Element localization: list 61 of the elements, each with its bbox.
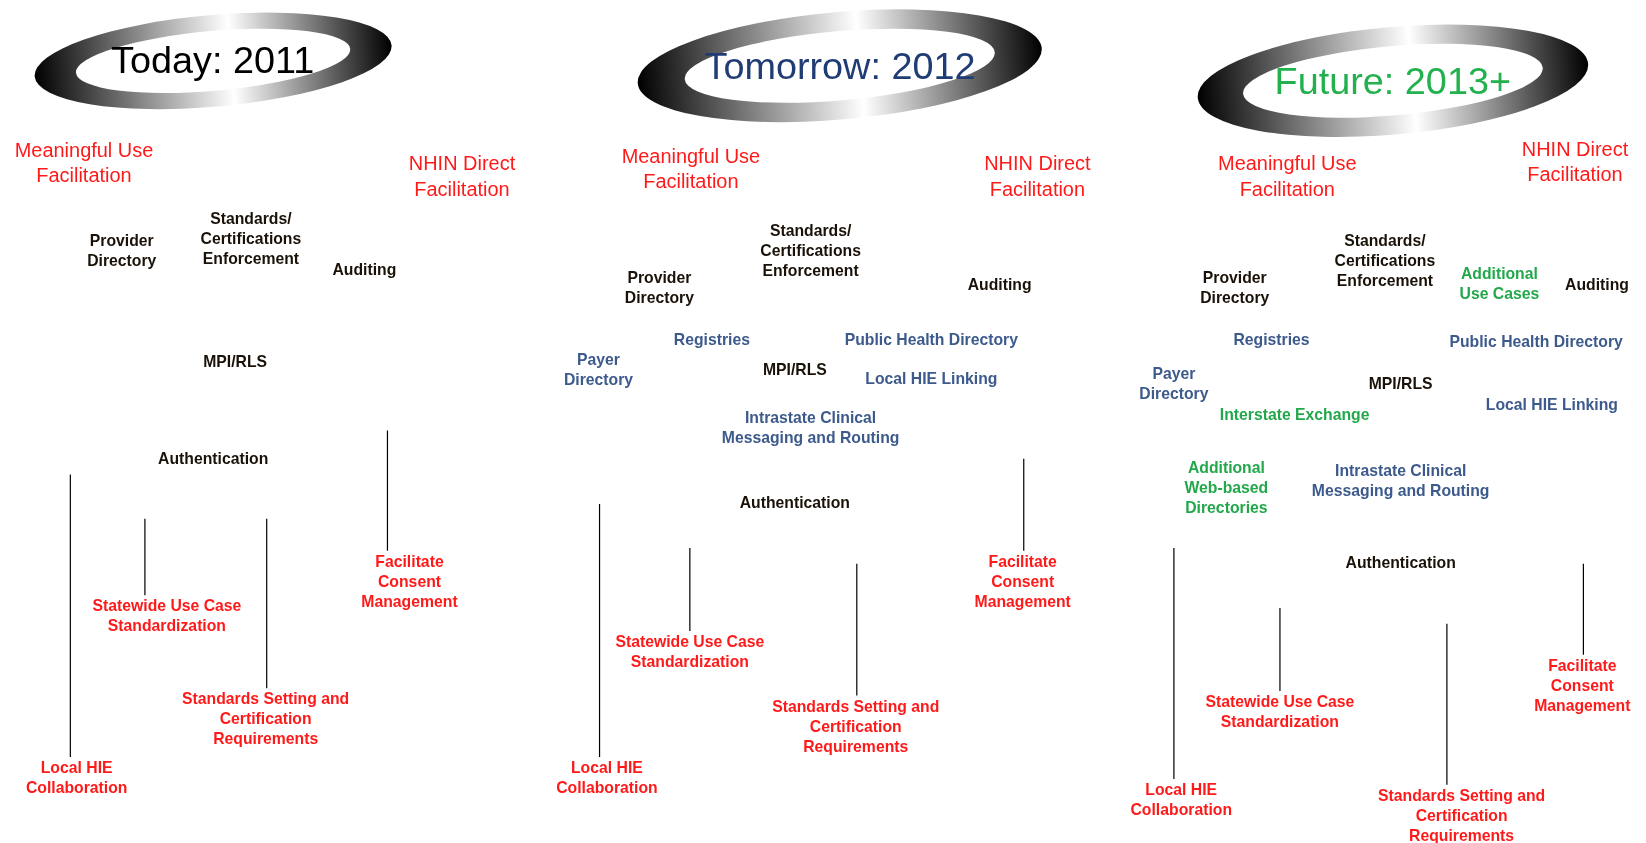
text-label: Additional Web-based Directories: [1173, 458, 1279, 519]
text-label: Provider Directory: [612, 267, 707, 308]
text-label: NHIN Direct Facilitation: [969, 151, 1106, 202]
banner-title: Today: 2011: [110, 38, 316, 82]
text-label: Auditing: [332, 259, 397, 280]
text-label: Intrastate Clinical Messaging and Routing: [710, 408, 911, 449]
text-label: Authentication: [1345, 552, 1456, 573]
text-label: Interstate Exchange: [1219, 404, 1370, 425]
ellipse-banner: [635, 8, 1045, 124]
text-label: Facilitate Consent Management: [1529, 655, 1635, 716]
text-label: Local HIE Linking: [865, 369, 998, 390]
leader-line: [856, 563, 858, 697]
text-label: Payer Directory: [556, 349, 641, 390]
text-label: Local HIE Collaboration: [1123, 780, 1239, 821]
leader-line: [1023, 458, 1025, 552]
leader-line: [1279, 607, 1281, 692]
text-label: NHIN Direct Facilitation: [1506, 136, 1644, 187]
text-label: Standards/ Certifications Enforcement: [187, 209, 314, 270]
text-label: Facilitate Consent Management: [357, 551, 462, 612]
text-label: Intrastate Clinical Messaging and Routing: [1300, 460, 1501, 501]
text-label: Provider Directory: [74, 230, 170, 271]
text-label: NHIN Direct Facilitation: [393, 151, 531, 202]
text-label: Auditing: [1565, 274, 1629, 295]
text-label: Registries: [1233, 330, 1310, 351]
leader-line: [69, 474, 71, 758]
text-label: Standards/ Certifications Enforcement: [747, 220, 874, 281]
text-label: Registries: [673, 330, 750, 351]
text-label: Provider Directory: [1187, 267, 1283, 308]
banner-title: Future: 2013+: [1273, 59, 1512, 103]
leader-line: [1582, 563, 1584, 656]
text-label: Local HIE Collaboration: [549, 758, 665, 799]
text-label: Standards Setting and Certification Requirements: [171, 689, 361, 750]
text-label: Statewide Use Case Standardization: [605, 632, 774, 673]
text-label: Meaningful Use Facilitation: [612, 143, 770, 195]
text-label: Authentication: [158, 448, 269, 469]
text-label: Auditing: [967, 274, 1032, 295]
text-label: Statewide Use Case Standardization: [82, 596, 251, 637]
leader-line: [689, 547, 691, 632]
text-label: Meaningful Use Facilitation: [5, 137, 163, 189]
leader-line: [1173, 547, 1175, 780]
text-label: Standards/ Certifications Enforcement: [1321, 231, 1448, 292]
leader-line: [386, 429, 389, 552]
text-label: MPI/RLS: [1368, 374, 1433, 395]
leader-line: [1446, 623, 1448, 786]
text-label: MPI/RLS: [203, 352, 268, 373]
text-label: Public Health Directory: [1449, 332, 1623, 353]
text-label: Additional Use Cases: [1452, 263, 1547, 304]
text-label: Meaningful Use Facilitation: [1208, 151, 1367, 202]
text-label: Public Health Directory: [844, 330, 1018, 351]
text-label: MPI/RLS: [762, 359, 827, 380]
leader-line: [266, 518, 268, 689]
text-label: Local HIE Linking: [1485, 395, 1618, 416]
text-label: Payer Directory: [1131, 364, 1216, 405]
leader-line: [598, 503, 601, 758]
text-label: Facilitate Consent Management: [970, 551, 1076, 612]
text-label: Statewide Use Case Standardization: [1195, 691, 1364, 732]
leader-line: [144, 518, 146, 596]
text-label: Local HIE Collaboration: [18, 758, 135, 799]
banner-title: Tomorrow: 2012: [703, 44, 977, 88]
text-label: Authentication: [739, 492, 850, 513]
text-label: Standards Setting and Certification Requirements: [761, 696, 951, 757]
